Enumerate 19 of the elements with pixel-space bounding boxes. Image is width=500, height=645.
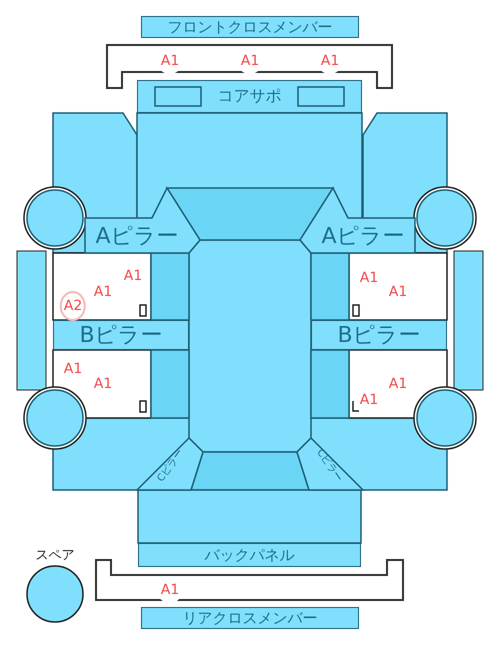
- core-support-panel: コアサポ: [137, 80, 362, 113]
- pillar-panel: Cピラー: [137, 438, 203, 490]
- damage-code: A1: [388, 284, 408, 300]
- pillar-panel: Cピラー: [297, 438, 363, 490]
- cross-member-panel: フロントクロスメンバー: [141, 16, 359, 38]
- pillar-panel: Aピラー: [300, 188, 415, 253]
- damage-code: A1: [94, 284, 112, 300]
- cross-member-panel: リアクロスメンバー: [141, 607, 359, 629]
- damage-code: A1: [388, 376, 408, 392]
- damage-code: A1: [360, 270, 378, 286]
- circled-damage-code: A2: [60, 291, 86, 321]
- pillar-panel: Aピラー: [85, 188, 200, 253]
- back-panel: バックパネル: [138, 543, 361, 567]
- damage-code: A1: [94, 376, 112, 392]
- damage-code: A1: [64, 361, 82, 377]
- damage-code: A1: [124, 268, 142, 284]
- pillar-panel: Bピラー: [53, 320, 189, 350]
- damage-code: A1: [360, 392, 378, 408]
- pillar-panel: Bピラー: [311, 320, 447, 350]
